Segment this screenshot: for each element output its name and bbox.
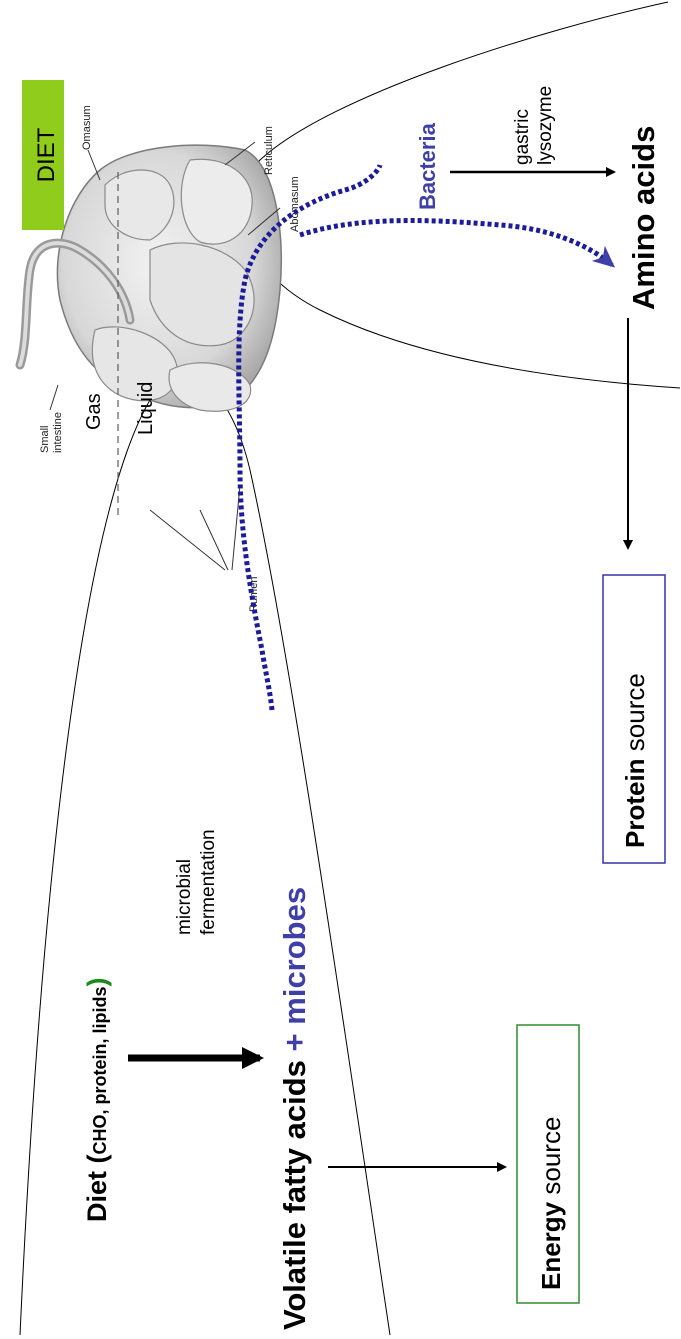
amino-acids-label: Amino acids (626, 126, 661, 310)
plus-space (277, 1025, 312, 1034)
lysozyme-label-line2: lysozyme (535, 86, 556, 165)
rumen-leader-3 (232, 485, 240, 570)
protein-source-bold: Protein (620, 758, 650, 848)
rumen-label: Rumen (248, 577, 260, 612)
diet-input-detail: CHO, protein, lipids (90, 986, 110, 1154)
small-intestine-label-line1: Small (39, 425, 51, 453)
reticulum-label: Reticulum (263, 126, 275, 175)
fermentation-label-line2: fermentation (198, 829, 219, 935)
gas-label: Gas (83, 393, 105, 430)
small-intestine-leader (50, 385, 58, 410)
plus-sign (277, 1051, 312, 1060)
lysozyme-label-line1: gastric (512, 109, 533, 165)
vfa-label: Volatile fatty acids (277, 1060, 312, 1330)
plus-label: + (277, 1033, 312, 1051)
small-intestine-label-line2: intestine (52, 412, 64, 453)
diet-input-label: Diet (CHO, protein, lipids) (82, 977, 112, 1222)
bacteria-to-amino-dotted-arrow (300, 221, 612, 265)
fermentation-label-line1: microbial (174, 859, 195, 935)
vfa-microbes-label: Volatile fatty acids + microbes (277, 887, 312, 1330)
protein-source-rest: source (620, 673, 650, 758)
diet-input-close-paren: ) (82, 977, 112, 986)
bacteria-label: Bacteria (415, 122, 440, 210)
microbes-label: microbes (277, 887, 312, 1025)
energy-source-rest: source (536, 1117, 566, 1202)
microbes-dotted-path (239, 165, 380, 710)
abomasum-label: Abomasum (289, 176, 301, 232)
omasum-label: Omasum (81, 105, 93, 150)
liquid-label: Liquid (135, 382, 157, 435)
diet-badge-label: DIET (33, 127, 60, 182)
protein-source-label: Protein source (620, 673, 650, 848)
energy-source-bold: Energy (536, 1201, 566, 1290)
abomasum-region-curve (242, 2, 680, 388)
energy-source-label: Energy source (536, 1117, 566, 1290)
diet-input-bold: Diet ( (82, 1154, 112, 1222)
